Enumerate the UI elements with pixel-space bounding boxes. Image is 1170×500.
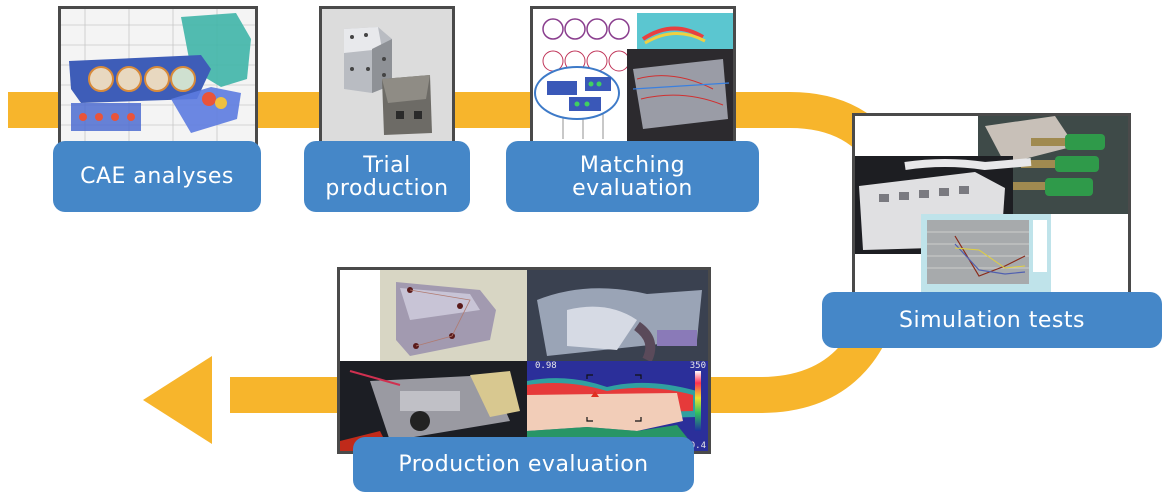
step-label-simulation: Simulation tests — [822, 292, 1162, 348]
step-label-trial: Trial production — [304, 141, 470, 212]
step-label-matching: Matching evaluation — [506, 141, 759, 212]
thermal-max-label: 350 — [689, 361, 706, 371]
thermal-min-label: 0.4 — [689, 441, 706, 451]
arrowhead-left-icon — [143, 356, 212, 444]
cae-image-panel — [58, 6, 258, 146]
thermal-emissivity-label: 0.98 — [535, 361, 557, 371]
production-image-panel: 0.98 350 0.4 — [337, 267, 711, 454]
cae-model-image — [61, 9, 255, 143]
bracket-prototype-image — [322, 9, 452, 143]
engine-bay-photo — [527, 270, 708, 361]
trial-image-panel — [319, 6, 455, 146]
matching-evaluation-image — [533, 9, 733, 143]
step-label-cae: CAE analyses — [53, 141, 261, 212]
simulation-image-panel — [852, 113, 1131, 298]
simulation-test-image — [855, 116, 1128, 295]
exhaust-shield-photo — [340, 270, 527, 361]
step-label-production: Production evaluation — [353, 437, 694, 492]
matching-image-panel — [530, 6, 736, 146]
engine-photo — [340, 361, 527, 451]
